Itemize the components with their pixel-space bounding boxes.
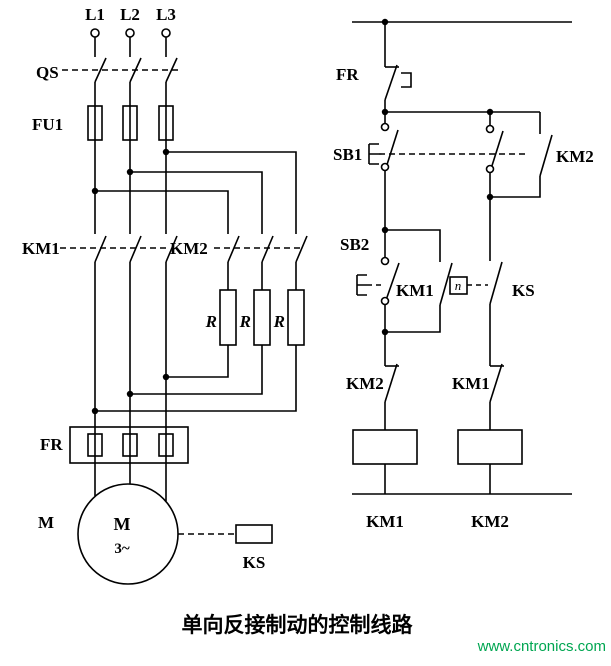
sb1-no-terminal-top [485,124,495,134]
label-km1-selflock: KM1 [396,281,434,300]
thermal-relay-box [69,426,189,464]
label-ks-main: KS [243,553,266,572]
label-r3: R [273,312,285,331]
branch-l1-wire [95,190,229,234]
sb1-no-terminal-bottom [485,164,495,174]
label-l2: L2 [120,5,140,24]
sb2-blade [384,262,400,304]
return-wire-1 [166,345,229,378]
main-circuit-wires [60,37,308,585]
terminal-l1 [90,28,100,38]
km2-selflock-blade [539,134,553,177]
label-qs: QS [36,63,59,82]
ks-contact-blade [489,261,503,305]
label-sb1: SB1 [333,145,362,164]
branch-l3-wire [166,151,297,234]
label-km2-main: KM2 [170,239,208,258]
diagram-title: 单向反接制动的控制线路 [182,613,414,637]
km1-interlock-blade [489,363,503,403]
thermal-element-2 [122,433,138,457]
fuse-1 [87,105,103,141]
fr-contact-blade [384,64,398,101]
label-fr-main: FR [40,435,63,454]
resistor-feed-wires [227,262,297,290]
fuse-2 [122,105,138,141]
labels: L1 L2 L3 QS FU1 KM1 KM2 R R R FR M M 3~ … [22,5,606,655]
return-wire-3 [95,345,297,412]
sb2-terminal-top [380,256,390,266]
thermal-element-3 [158,433,174,457]
label-km1-main: KM1 [22,239,60,258]
terminal-circles [90,28,495,306]
watermark: www.cntronics.com [477,638,606,655]
km1-main-contact-blades [94,235,178,263]
resistor-1 [219,289,237,346]
terminal-l2 [125,28,135,38]
km2-selflock-return [490,176,541,198]
km2-interlock-blade [384,363,398,403]
phase-entry-wires [94,37,167,57]
terminal-l3 [161,28,171,38]
fuse-3 [158,105,174,141]
motor-circle [77,483,179,585]
label-ks-contact: KS [512,281,535,300]
km1-coil [352,429,418,465]
sb1-terminal-top [380,122,390,132]
label-km2-coil: KM2 [471,512,509,531]
control-circuit-wires [352,21,572,495]
label-fu1: FU1 [32,115,63,134]
label-l3: L3 [156,5,176,24]
thermal-element-1 [87,433,103,457]
branch-l2-wire [130,171,263,234]
label-r2: R [239,312,251,331]
resistor-2 [253,289,271,346]
return-wire-2 [130,345,263,395]
km1-selflock-feed [385,229,441,262]
speed-switch-box [235,524,273,544]
label-km1-coil: KM1 [366,512,404,531]
label-km2-selflock: KM2 [556,147,594,166]
phase-wires-upper [94,82,167,234]
km1-selflock-return [385,305,441,333]
junction-dots [91,18,494,415]
resistor-3 [287,289,305,346]
sb2-terminal-bottom [380,296,390,306]
label-l1: L1 [85,5,105,24]
label-speed-n: n [455,278,462,293]
label-r1: R [205,312,217,331]
motor-text-phase: 3~ [114,541,130,557]
sb1-terminal-bottom [380,162,390,172]
label-km1-interlock: KM1 [452,374,490,393]
motor-text-m: M [114,514,131,534]
label-fr-contact: FR [336,65,359,84]
phase-wires-lower [94,262,167,501]
sb1-no-blade [489,130,504,173]
sb2-actuator [356,274,367,296]
label-sb2: SB2 [340,235,369,254]
label-km2-interlock: KM2 [346,374,384,393]
km1-selflock-blade [439,262,453,306]
label-motor-side: M [38,513,54,532]
sb1-actuator [368,143,379,165]
km2-coil [457,429,523,465]
fr-thermal-symbol [401,72,412,88]
km2-main-contact-blades [227,235,308,263]
